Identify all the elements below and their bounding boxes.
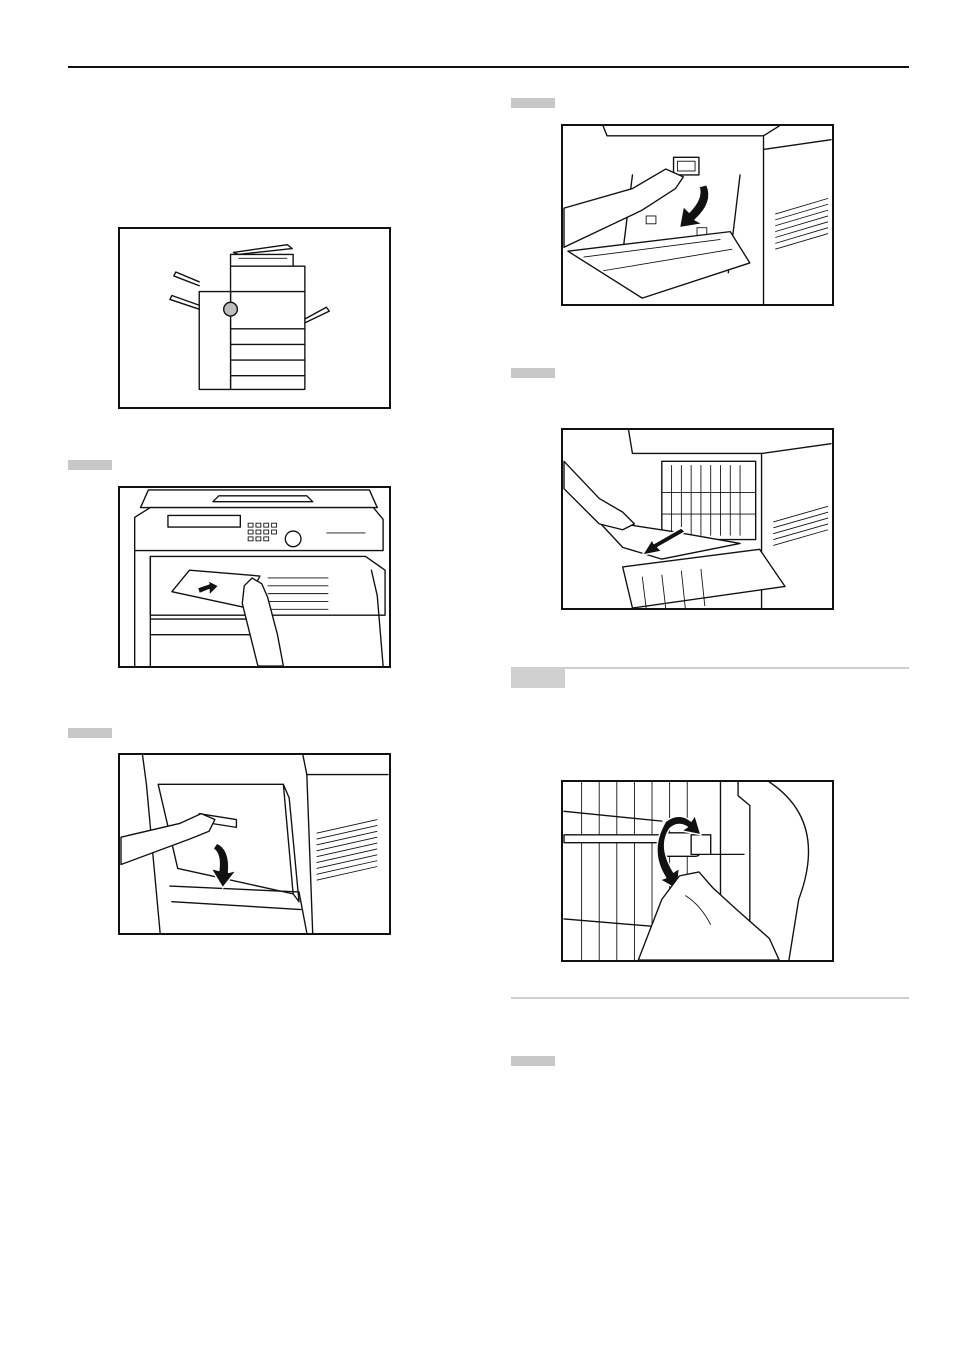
jammed-paper-pull-out <box>561 428 834 610</box>
step-marker <box>511 98 555 108</box>
knob-turning-closeup <box>561 780 834 962</box>
header-rule <box>68 66 909 68</box>
step-marker <box>68 728 112 738</box>
step-marker <box>68 460 112 470</box>
paper-removal-output-tray <box>118 486 391 668</box>
step-marker <box>511 1056 555 1066</box>
highlight-marker <box>224 302 238 316</box>
note-rule-bottom <box>511 997 909 999</box>
note-rule-top <box>511 667 909 669</box>
front-cover-opening <box>118 753 391 935</box>
step-marker <box>511 368 555 378</box>
side-cover-opening <box>561 124 834 306</box>
copier-location-diagram <box>118 227 391 409</box>
note-marker <box>511 668 565 688</box>
